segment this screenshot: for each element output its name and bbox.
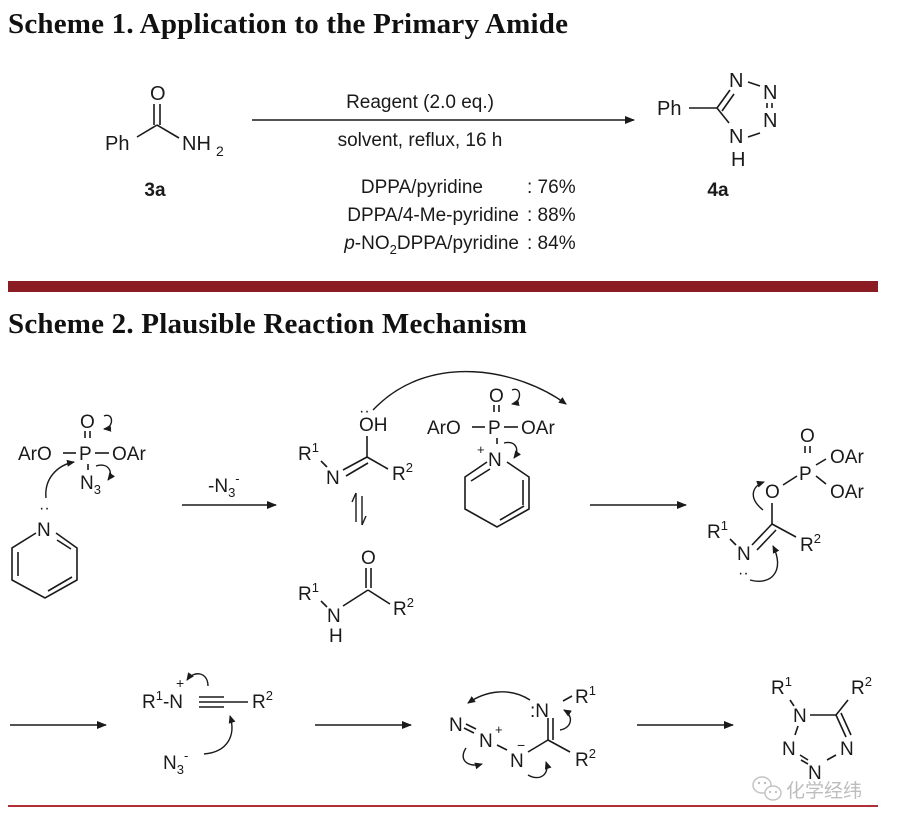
amide-n: N: [327, 606, 341, 627]
phosphorus: P: [488, 418, 501, 439]
pyridinium-n: N: [488, 450, 502, 471]
equilibrium-arrows: [351, 492, 367, 526]
tetrazole-n2: N: [763, 82, 777, 104]
nh-label: NH: [182, 133, 211, 155]
r1-label: R1: [298, 580, 319, 605]
azide-n3: N: [510, 751, 524, 772]
tetrazole-n3: N: [808, 763, 822, 784]
tetrazole-n1: N: [793, 706, 807, 727]
azide-n: N3: [80, 473, 101, 497]
r1-label: R1: [575, 683, 596, 708]
phosphorus: P: [79, 444, 92, 465]
reactant-3a: O Ph NH 2 3a: [105, 83, 224, 201]
oar-right: OAr: [112, 444, 146, 465]
yield-value-3: : 84%: [527, 233, 576, 254]
reagent-label: Reagent (2.0 eq.): [346, 92, 494, 113]
pyridinium-charge: +: [477, 442, 485, 457]
dppa-pyridine: O ArO P OAr N3 ·· N: [11, 412, 146, 599]
azide-n2: N: [479, 731, 493, 752]
scheme2-title: Scheme 2. Plausible Reaction Mechanism: [8, 308, 528, 340]
wechat-icon: [752, 776, 782, 801]
r1-label: R1: [771, 674, 792, 699]
arrow1-label: -N3-: [208, 471, 240, 500]
hydroxyl: OH: [359, 415, 388, 436]
r1-label: R1: [298, 440, 319, 465]
oar-2: OAr: [830, 482, 864, 503]
tetrazole-n4: N: [782, 739, 796, 760]
nitrilium-ion: R1-N + R2 N3-: [142, 672, 273, 777]
tetrazole-n4: N: [729, 126, 743, 148]
azide-n2-charge: +: [495, 722, 503, 737]
tetrazole-n2: N: [840, 739, 854, 760]
azide-anion: N3-: [163, 748, 188, 777]
imine-n: N: [737, 544, 751, 565]
imidoyl-phosphate: O P OAr OAr O R1 N ·· R2: [707, 426, 864, 582]
yields-table: DPPA/pyridine : 76% DPPA/4-Me-pyridine :…: [343, 177, 575, 257]
imidic-acid: ·· OH R1 N R2: [298, 370, 567, 489]
phosphorus: P: [799, 464, 812, 485]
compound-label-4a: 4a: [707, 180, 729, 201]
r2-label: R2: [851, 674, 872, 699]
compound-label-3a: 3a: [144, 180, 166, 201]
imine-n: N: [326, 468, 340, 489]
watermark: 化学经纬: [752, 776, 862, 802]
section-divider: [8, 281, 878, 292]
scheme1-title: Scheme 1. Application to the Primary Ami…: [8, 8, 569, 40]
phenyl-label: Ph: [657, 98, 681, 120]
pyridinium-phosphoramide: O ArO P OAr + N: [427, 386, 555, 528]
imine-n: :N: [530, 701, 549, 722]
azide-n3-charge: −: [517, 737, 525, 753]
amide-o: O: [361, 548, 376, 569]
oh-lone-pair: ··: [359, 403, 370, 420]
phosphoryl-o: O: [80, 412, 95, 433]
n-lone-pair: ··: [738, 565, 749, 582]
watermark-text: 化学经纬: [786, 780, 862, 802]
arrow-loss-of-azide: -N3-: [182, 471, 277, 509]
solvent-label: solvent, reflux, 16 h: [338, 130, 503, 151]
product-4a: Ph N N N N H 4a: [657, 70, 777, 201]
tetrazole-n3: N: [763, 110, 777, 132]
yield-reagent-3: p-NO2DPPA/pyridine: [343, 233, 519, 257]
phenyl-label: Ph: [105, 133, 129, 155]
oar-1: OAr: [830, 447, 864, 468]
amide: O R1 N H R2: [298, 548, 414, 647]
link-o: O: [765, 482, 780, 503]
azide-n1: N: [449, 715, 463, 736]
carbonyl-o: O: [150, 83, 166, 105]
r2-label: R2: [575, 746, 596, 771]
nh-subscript: 2: [216, 143, 224, 159]
pyridine-n: N: [37, 520, 51, 541]
tetrazole-h: H: [731, 149, 745, 171]
tetrazole-product: R1 R2 N N N N: [771, 674, 872, 784]
nitrilium-charge: +: [176, 675, 184, 691]
amide-h: H: [329, 626, 343, 647]
r1-label: R1: [707, 518, 728, 543]
reaction-arrow-scheme1: Reagent (2.0 eq.) solvent, reflux, 16 h: [252, 92, 635, 151]
yield-reagent-2: DPPA/4-Me-pyridine: [347, 205, 519, 226]
yield-reagent-1: DPPA/pyridine: [361, 177, 483, 198]
r2-label: R2: [392, 460, 413, 485]
imidoyl-azide: N N + N − :N R1 R2: [449, 683, 596, 779]
yield-value-1: : 76%: [527, 177, 576, 198]
tetrazole-n1: N: [729, 70, 743, 92]
aro-left: ArO: [18, 444, 52, 465]
yield-value-2: : 88%: [527, 205, 576, 226]
r1-label: R1-N: [142, 688, 183, 713]
r2-label: R2: [800, 531, 821, 556]
aro-left: ArO: [427, 418, 461, 439]
bottom-rule: [8, 805, 878, 807]
phosphate-o: O: [800, 426, 815, 447]
oar-right: OAr: [521, 418, 555, 439]
activated-o: O: [489, 386, 504, 407]
r2-label: R2: [252, 688, 273, 713]
lone-pair: ··: [39, 500, 50, 517]
r2-label: R2: [393, 595, 414, 620]
